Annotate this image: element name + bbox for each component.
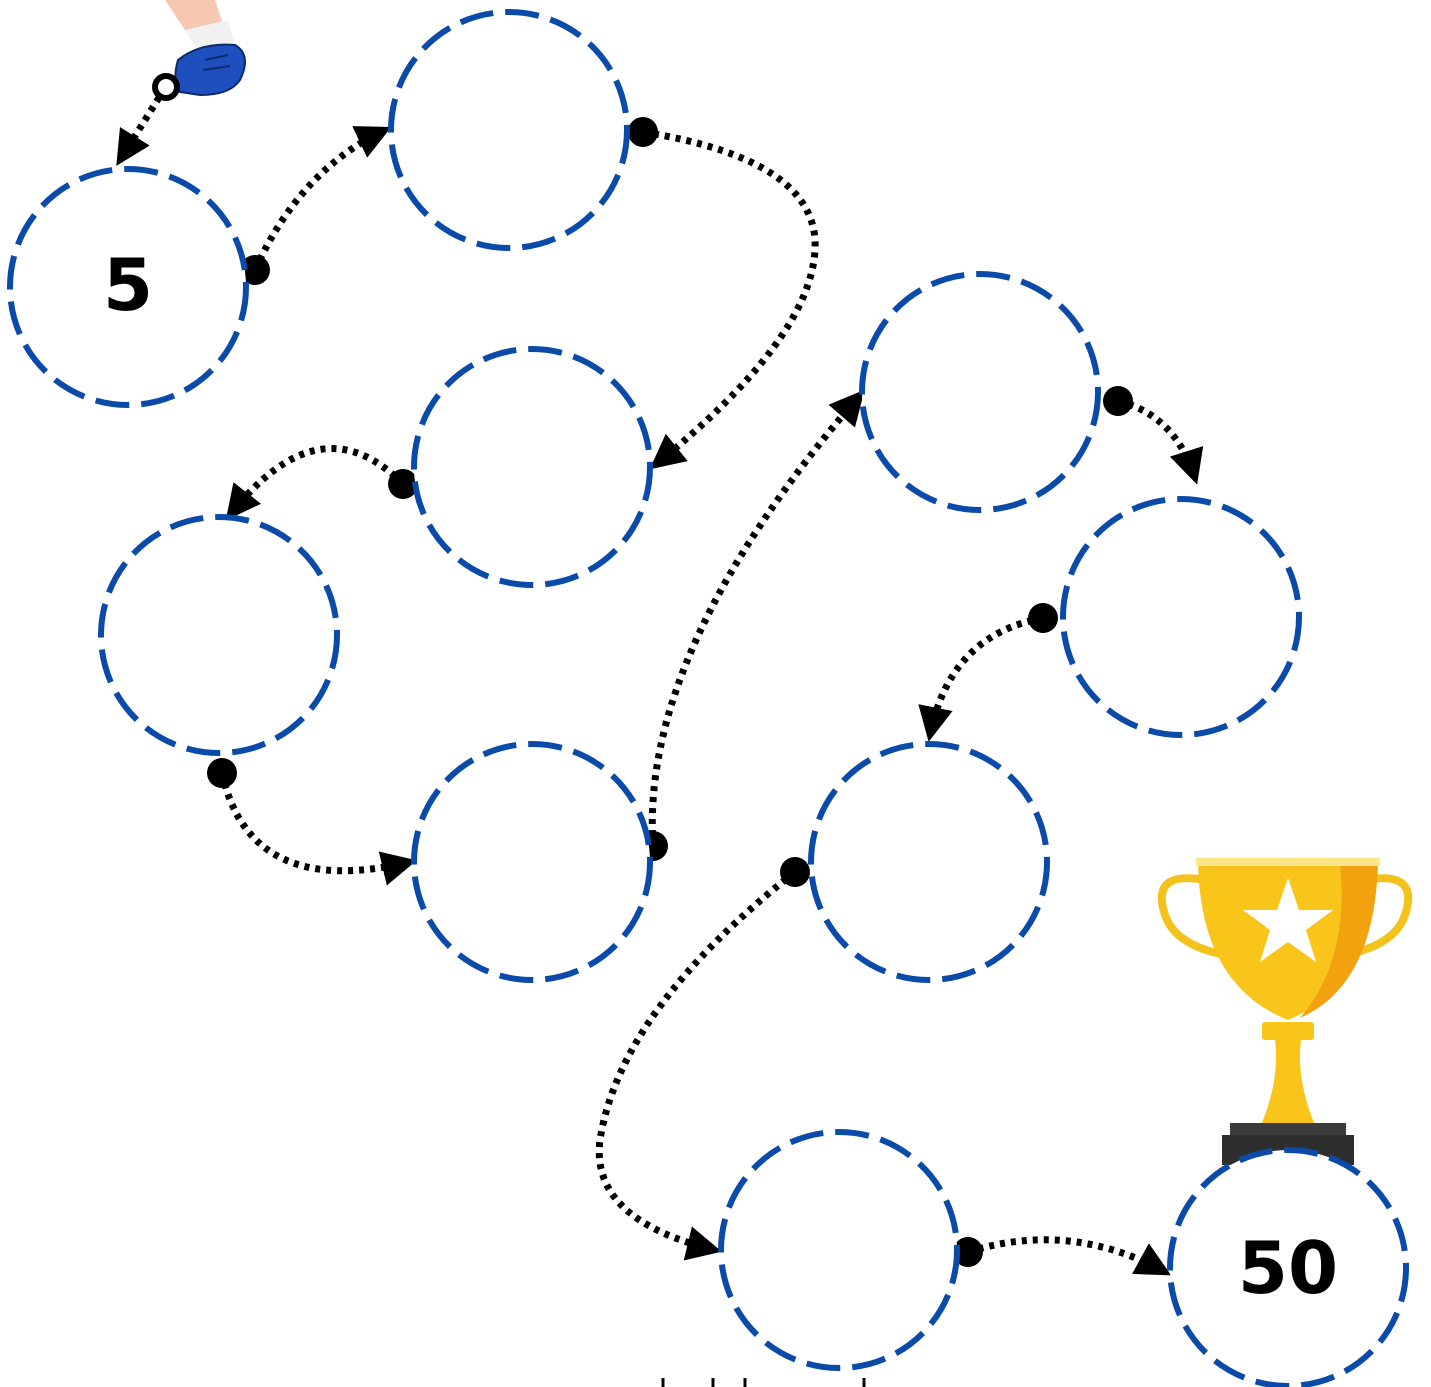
- step-circle-1[interactable]: [7, 166, 249, 408]
- step-circle-10[interactable]: [1167, 1147, 1409, 1387]
- trophy-icon: [1157, 858, 1413, 1165]
- step-circle-8[interactable]: [808, 741, 1050, 983]
- step-circle-6[interactable]: [859, 271, 1101, 513]
- connector-dots: [207, 117, 1133, 1267]
- end-value: 50: [1238, 1226, 1338, 1310]
- step-circle-2[interactable]: [388, 9, 630, 251]
- connector-1-2: [251, 126, 392, 272]
- shoe-icon: [165, 0, 246, 97]
- step-circle-3[interactable]: [411, 346, 653, 588]
- step-circle-4[interactable]: [98, 514, 340, 756]
- start-value: 5: [103, 243, 153, 327]
- start-marker: [152, 73, 180, 101]
- connector-2-3: [642, 128, 819, 470]
- connector-3-4: [225, 445, 406, 521]
- step-circle-9[interactable]: [718, 1129, 960, 1371]
- step-circle-5[interactable]: [411, 741, 653, 983]
- step-circles: [7, 9, 1409, 1387]
- connector-start: [116, 86, 168, 166]
- bottom-ticks: [661, 1378, 866, 1387]
- connector-8-9: [595, 869, 798, 1261]
- step-circle-7[interactable]: [1060, 496, 1302, 738]
- connector-9-10: [966, 1236, 1172, 1276]
- connector-6-7: [1117, 397, 1204, 485]
- connector-7-8: [918, 614, 1044, 742]
- connector-5-6: [648, 389, 865, 847]
- connector-4-5: [218, 772, 417, 886]
